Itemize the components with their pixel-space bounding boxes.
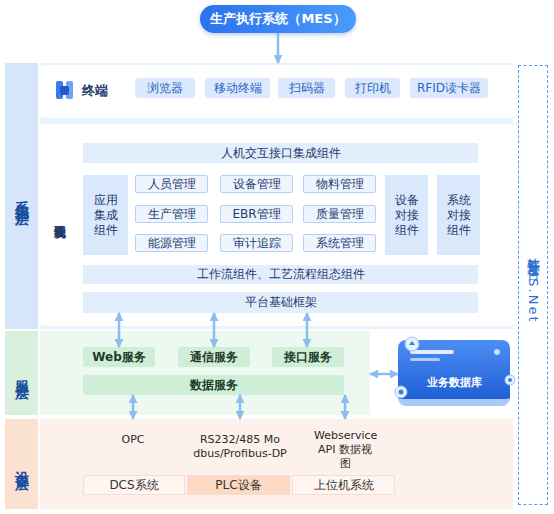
- db-badge: [405, 337, 419, 351]
- service-box: Web服务: [83, 347, 155, 367]
- layer-band: 服务层 Web服务 通信服务 接口服务数据服务: [5, 331, 370, 415]
- module-box: 审计追踪: [220, 234, 293, 252]
- node-label: 打印机: [355, 81, 391, 96]
- component-box: 应用集成组件: [83, 175, 128, 255]
- flow-arrow: [118, 313, 121, 347]
- node-label: 能源管理: [148, 236, 196, 251]
- node-label: Web服务: [92, 350, 146, 365]
- terminal-row: 终端 浏览器 移动终端 扫码器 打印机 RFID读卡器: [40, 65, 513, 118]
- db-badge: [395, 386, 407, 398]
- protocol-label: RS232/485 Mo dbus/Profibus-DP: [188, 433, 292, 461]
- node-label: 服务层: [5, 331, 38, 415]
- node-label: 审计追踪: [233, 236, 281, 251]
- node-label: 接口服务: [284, 350, 332, 365]
- node-label: 设备对接组件: [394, 193, 420, 238]
- db-led: [494, 349, 500, 355]
- node-label: PLC设备: [215, 478, 261, 493]
- node-label: 人员管理: [148, 177, 196, 192]
- db-badge-glyph: [508, 378, 512, 382]
- layer-band: 设备层 DCS系统 PLC设备 上位机系统: [5, 419, 513, 509]
- node-label: 系统对接组件: [446, 193, 472, 238]
- terminal-item: 移动终端: [205, 78, 270, 98]
- node-label: 系统验证和系统安全: [50, 160, 68, 272]
- icon-part: [56, 81, 63, 99]
- flow-arrow: [239, 395, 242, 419]
- module-box: 系统管理: [303, 234, 376, 252]
- terminal-item: RFID读卡器: [410, 78, 488, 98]
- service-band: 数据服务: [83, 375, 344, 395]
- device-box: DCS系统: [83, 475, 185, 495]
- component-band: 工作流组件、工艺流程组态组件: [83, 265, 478, 284]
- system-title-box: 生产执行系统（MES）: [200, 5, 356, 33]
- node-label: 平台基础框架: [245, 295, 317, 310]
- node-label: 工作流组件、工艺流程组态组件: [197, 267, 365, 282]
- node-label: 上位机系统: [314, 478, 374, 493]
- service-box: 接口服务: [272, 347, 344, 367]
- node-label: 生产执行系统（MES）: [210, 11, 345, 27]
- service-box: 通信服务: [178, 347, 250, 367]
- db-stripe: [410, 358, 440, 361]
- node-label: 系统用户层: [5, 63, 38, 329]
- database-icon: 业务数据库: [398, 340, 510, 406]
- node-label: 生产管理: [148, 207, 196, 222]
- node-label: 人机交互接口集成组件: [221, 146, 341, 161]
- icon-part: [66, 81, 73, 99]
- node-label: 数据服务: [190, 378, 238, 393]
- protocol-label: Webservice API 数据视图: [314, 429, 376, 470]
- icon-part: [60, 86, 69, 95]
- component-band: 人机交互接口集成组件: [83, 143, 478, 163]
- module-box: 设备管理: [220, 175, 293, 193]
- node-label: RFID读卡器: [417, 81, 481, 96]
- flow-arrow: [132, 395, 135, 419]
- node-label: 移动终端: [214, 81, 262, 96]
- node-label: 扫码器: [289, 81, 325, 96]
- component-box: 系统对接组件: [437, 175, 480, 255]
- node-label: 浏览器: [147, 81, 183, 96]
- node-label: 系统管理: [316, 236, 364, 251]
- module-box: 质量管理: [303, 205, 376, 223]
- module-box: 物料管理: [303, 175, 376, 193]
- platform-box: 软件开发平台 MS.Net: [518, 65, 548, 505]
- module-box: EBR管理: [220, 205, 293, 223]
- node-label: 终端: [82, 65, 108, 118]
- node-label: 设备管理: [233, 177, 281, 192]
- flow-arrow: [213, 313, 216, 347]
- terminal-item: 浏览器: [135, 78, 195, 98]
- module-box: 生产管理: [135, 205, 208, 223]
- component-band: 平台基础框架: [83, 292, 478, 313]
- protocol-label: OPC: [108, 433, 158, 447]
- flow-arrow: [344, 395, 347, 419]
- device-box: PLC设备: [187, 475, 290, 495]
- node-label: 质量管理: [316, 207, 364, 222]
- db-stripe: [410, 350, 454, 354]
- flow-arrow: [370, 373, 398, 376]
- node-label: 软件开发平台 MS.Net: [525, 247, 541, 324]
- component-box: 设备对接组件: [385, 175, 428, 255]
- node-label: EBR管理: [232, 207, 280, 222]
- db-badge-glyph: [399, 390, 404, 395]
- node-label: 业务数据库: [427, 376, 482, 390]
- flow-arrow: [306, 313, 309, 347]
- node-label: DCS系统: [109, 478, 158, 493]
- node-label: 设备层: [5, 419, 38, 509]
- db-badge: [505, 375, 515, 385]
- node-label: 通信服务: [190, 350, 238, 365]
- flow-arrow: [277, 33, 280, 63]
- component-area: 系统验证和系统安全 人机交互接口集成组件应用集成组件 人员管理 设备管理 物料管理生产管…: [40, 124, 513, 326]
- layer-band: 系统用户层 终端 浏览器 移动终端 扫码器 打印机 RFID读卡器系统验证和系统安全 人机交互…: [5, 63, 513, 329]
- terminal-item: 扫码器: [278, 78, 335, 98]
- db-badge-glyph: [409, 341, 415, 345]
- node-label: 物料管理: [316, 177, 364, 192]
- module-box: 人员管理: [135, 175, 208, 193]
- terminal-item: 打印机: [345, 78, 400, 98]
- device-box: 上位机系统: [292, 475, 395, 495]
- terminal-icon: [56, 81, 73, 99]
- node-label: 应用集成组件: [93, 193, 119, 238]
- database-decor: [395, 337, 515, 398]
- module-box: 能源管理: [135, 234, 208, 252]
